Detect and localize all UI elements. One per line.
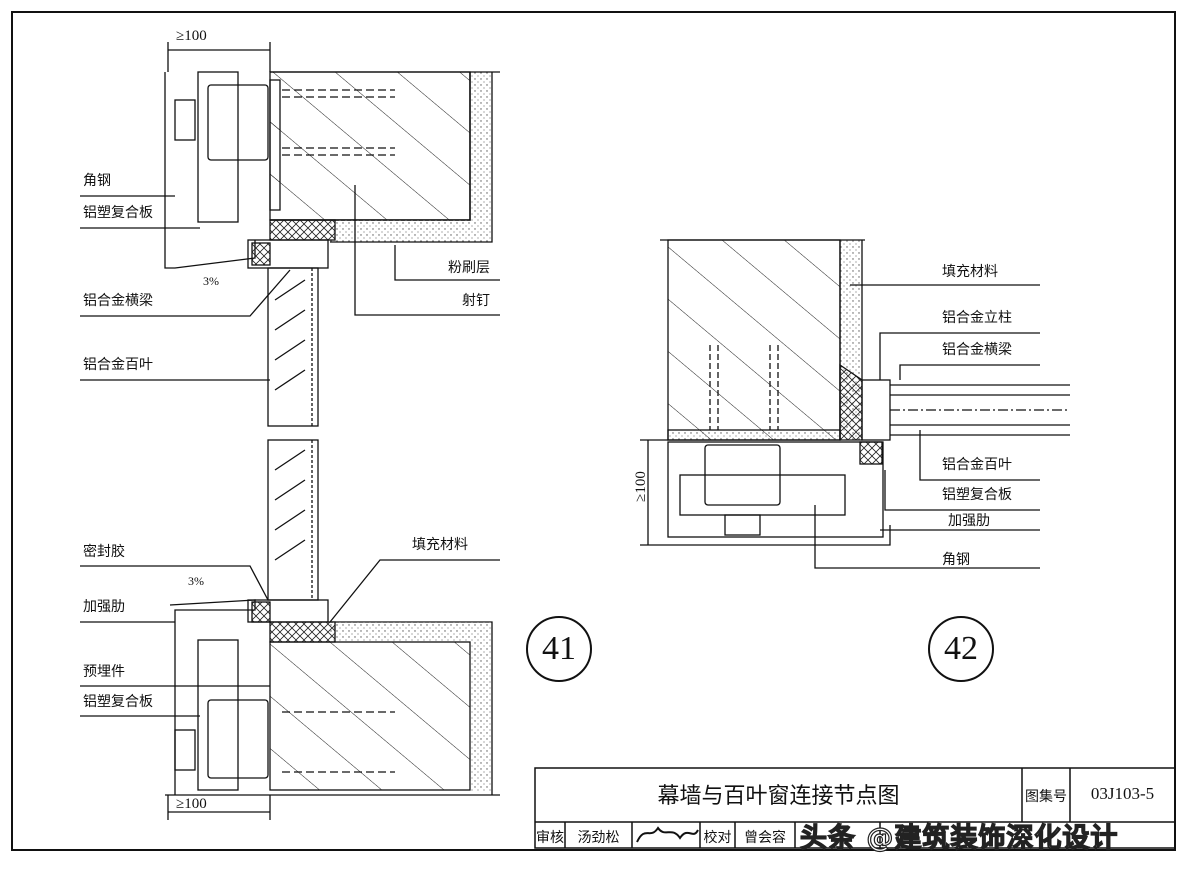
dim-top-41: ≥100 (176, 28, 207, 44)
label-sealant: 密封胶 (83, 544, 125, 560)
label-stiffener: 加强肋 (83, 599, 125, 615)
slope-bottom-41: 3% (188, 574, 204, 588)
reviewer-signature (636, 826, 699, 843)
label-transom: 铝合金横梁 (83, 293, 153, 309)
atlas-number: 03J103-5 (1090, 784, 1155, 803)
drawing-title: 幕墙与百叶窗连接节点图 (657, 784, 900, 809)
label-angle-steel-42: 角钢 (942, 552, 970, 568)
review-label: 审核 (536, 830, 564, 846)
dim-42: ≥100 (632, 471, 649, 502)
label-acp-42: 铝塑复合板 (942, 487, 1012, 503)
label-transom-42: 铝合金横梁 (942, 342, 1012, 358)
detail-41-drawing (80, 42, 500, 820)
check-label: 校对 (703, 830, 732, 846)
label-filler-41: 填充材料 (412, 537, 468, 553)
label-embed: 预埋件 (83, 664, 125, 680)
label-nail: 射钉 (462, 293, 490, 309)
label-angle-steel: 角钢 (83, 173, 111, 189)
watermark: 头条 @建筑装饰深化设计 (799, 822, 1119, 854)
detail-number-41: 41 (526, 616, 592, 682)
detail-42-drawing (640, 239, 1070, 569)
label-plaster: 粉刷层 (448, 260, 490, 276)
title-block-grid (534, 767, 1176, 849)
atlas-label: 图集号 (1025, 789, 1067, 805)
label-louver: 铝合金百叶 (83, 357, 153, 373)
detail-number-42: 42 (928, 616, 994, 682)
sheet-border (11, 11, 1176, 851)
slope-top-41: 3% (203, 274, 219, 288)
checker-name: 曾会容 (744, 830, 786, 846)
label-filler-42: 填充材料 (942, 264, 998, 280)
label-acp-bottom: 铝塑复合板 (83, 694, 153, 710)
label-acp-top: 铝塑复合板 (83, 205, 153, 221)
reviewer-name: 汤劲松 (577, 830, 620, 846)
dim-bottom-41: ≥100 (176, 796, 207, 812)
label-stiffener-42: 加强肋 (948, 513, 990, 529)
label-mullion: 铝合金立柱 (942, 310, 1012, 326)
label-louver-42: 铝合金百叶 (942, 457, 1012, 473)
